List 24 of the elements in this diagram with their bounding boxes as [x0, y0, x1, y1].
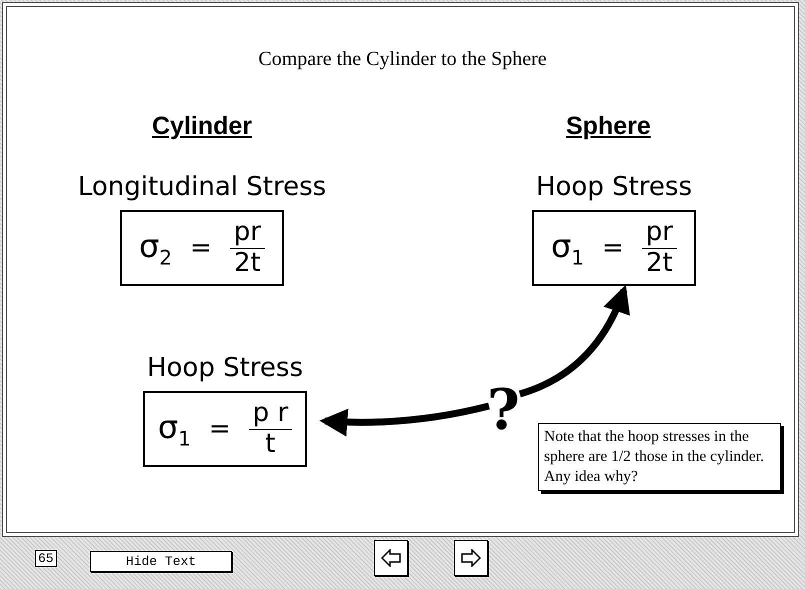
denominator: 2t [234, 248, 261, 278]
note-box: Note that the hoop stresses in the sphere are 1/2 those in the cylinder. Any idea why? [538, 423, 781, 492]
numerator: pr [642, 218, 677, 248]
stress-symbol: σ$_{1}$ [550, 226, 584, 270]
stress-heading: Longitudinal Stress [78, 172, 326, 202]
stress-heading: Hoop Stress [146, 353, 304, 383]
stress-symbol: σ$_{1}$ [158, 408, 191, 450]
hide-text-button: Hide Text [90, 551, 232, 572]
denominator: t [265, 430, 276, 460]
curved-arrow [319, 402, 490, 436]
question-mark: ? [487, 382, 520, 438]
numerator: pr [230, 218, 265, 248]
slide-title: Compare the Cylinder to the Sphere [257, 48, 548, 71]
equals-sign: = [190, 233, 212, 263]
curved-arrow [518, 284, 630, 398]
equals-sign: = [208, 414, 231, 444]
numerator: p r [248, 398, 292, 430]
equals-sign: = [602, 233, 624, 263]
column-heading: Cylinder [152, 112, 252, 141]
column-heading: Sphere [566, 112, 651, 141]
denominator: 2t [646, 248, 673, 278]
page-number: 65 [35, 550, 57, 567]
stress-symbol: σ$_{2}$ [138, 226, 172, 270]
stress-heading: Hoop Stress [536, 172, 692, 202]
